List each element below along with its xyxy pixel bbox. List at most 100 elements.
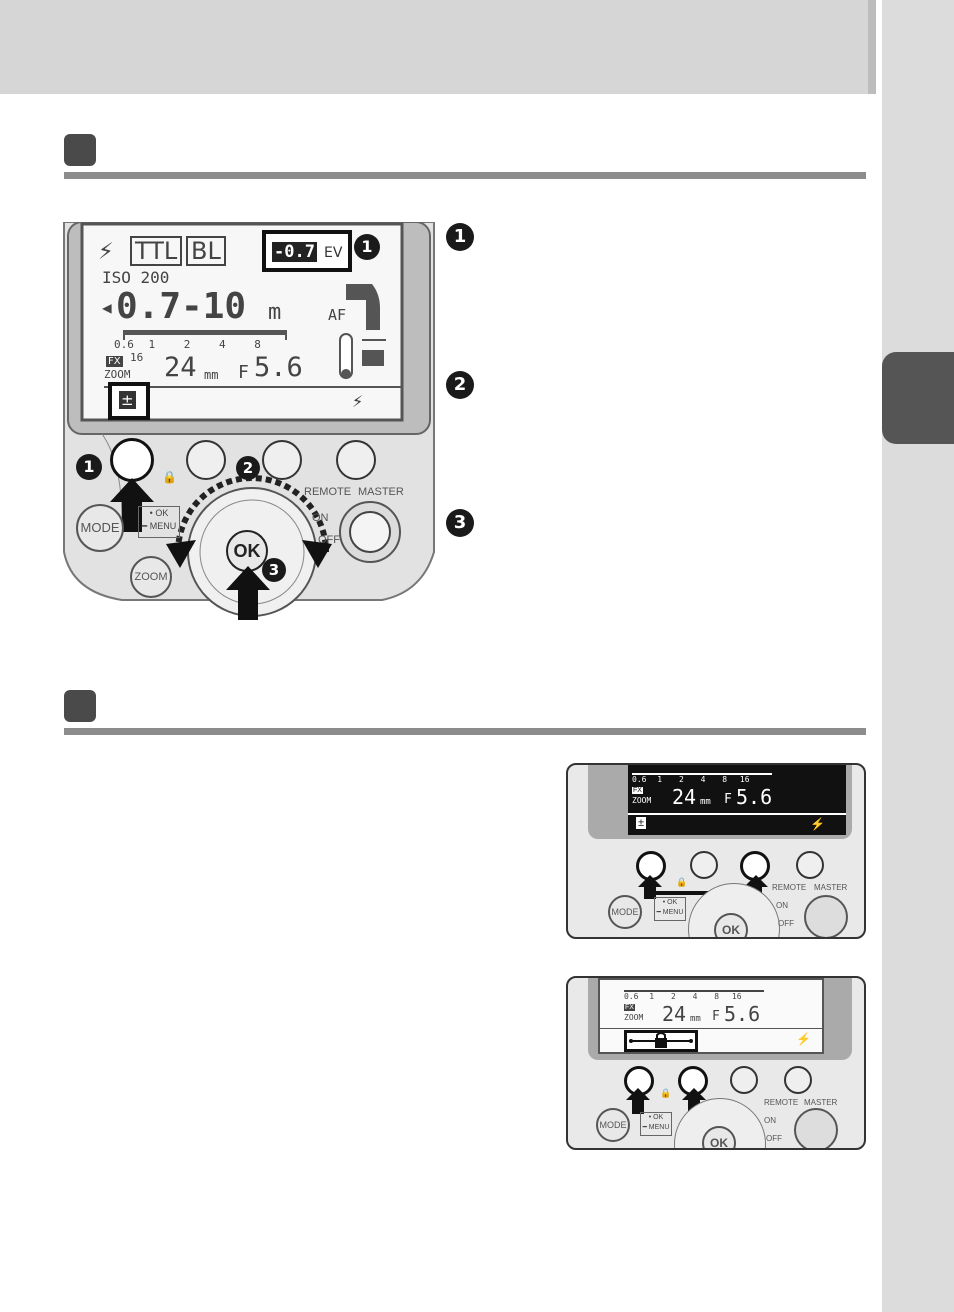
ev-compensation-icon: ± [636, 817, 647, 829]
mode-button[interactable]: MODE [608, 895, 642, 929]
section-1-marker [64, 134, 96, 166]
scale-tick: 1 [657, 775, 663, 784]
callout-2-dial: 2 [236, 456, 260, 480]
ok-menu-button[interactable]: • OK ━ MENU [138, 506, 180, 538]
on-label: ON [312, 512, 329, 524]
step-2-badge: 2 [446, 371, 474, 399]
flash-bolt-icon: ⚡ [810, 817, 825, 831]
mode-button[interactable]: MODE [76, 504, 124, 552]
mode-button[interactable]: MODE [596, 1108, 630, 1142]
remote-label: REMOTE [772, 883, 807, 892]
ok-button[interactable]: OK [714, 913, 748, 937]
aperture-value: 5.6 [724, 1002, 761, 1026]
lock-icon [629, 1033, 693, 1048]
scale-tick: 2 [678, 775, 684, 784]
ok-label: • OK [662, 899, 678, 906]
lock-illustration-a: 0.6 1 2 4 8 16 FX ZOOM 24 mm F 5.6 ± ⚡ 🔒… [566, 763, 866, 939]
focal-length: 24 [164, 352, 197, 383]
master-label: MASTER [814, 883, 848, 892]
callout-1-ev: 1 [354, 234, 380, 260]
ok-label: • OK [648, 1114, 664, 1121]
distance-scale: 0.6 1 2 4 8 16 [632, 773, 772, 784]
ev-unit: EV [324, 245, 343, 261]
lcd-divider [628, 813, 846, 815]
ok-button[interactable]: OK [702, 1126, 736, 1148]
scale-tick: 16 [130, 351, 144, 364]
ok-menu-button[interactable]: • OK ━ MENU [654, 897, 686, 921]
step-3-badge: 3 [446, 509, 474, 537]
scale-tick: 2 [183, 338, 191, 351]
aperture-value: 5.6 [254, 352, 303, 383]
chapter-tab [882, 352, 954, 444]
af-label: AF [328, 306, 347, 324]
zoom-button[interactable]: ZOOM [130, 556, 172, 598]
callout-3-ok: 3 [262, 558, 286, 582]
lock-indicator-highlight [624, 1030, 698, 1052]
f-label: F [712, 1009, 720, 1024]
on-label: ON [776, 901, 788, 910]
scale-tick: 8 [714, 992, 720, 1001]
power-switch[interactable] [804, 895, 848, 937]
scale-tick: 4 [692, 992, 698, 1001]
function-button-2[interactable] [690, 851, 718, 879]
fx-label: FX [632, 787, 643, 794]
lock-icon: 🔒 [162, 470, 177, 484]
flash-range: 0.7-10 [116, 286, 247, 327]
ev-highlight-box: -0.7 EV [262, 230, 352, 272]
focal-unit: mm [204, 368, 219, 382]
ev-softkey-highlight: ± [108, 382, 150, 420]
arrow-up-icon [110, 478, 154, 532]
fx-label: FX [106, 356, 123, 367]
lock-icon: 🔒 [676, 877, 688, 887]
fx-label: FX [624, 1004, 635, 1011]
ev-value: -0.7 [272, 242, 317, 262]
scale-tick: 0.6 [114, 338, 134, 351]
zoom-label: ZOOM [632, 796, 652, 805]
function-button-4[interactable] [796, 851, 824, 879]
function-button-4[interactable] [336, 440, 376, 480]
flash-bolt-icon: ⚡ [352, 392, 364, 411]
step-1-badge: 1 [446, 223, 474, 251]
distance-scale: 0.6 1 2 4 8 16 [114, 338, 294, 364]
flash-mode-icon: ⚡ [98, 236, 114, 266]
section-1-rule [64, 172, 866, 179]
function-button-2[interactable] [186, 440, 226, 480]
scale-tick: 16 [739, 775, 750, 784]
header-banner [0, 0, 868, 94]
off-label: OFF [778, 919, 794, 928]
function-button-3[interactable] [730, 1066, 758, 1094]
ok-label: • OK [149, 508, 169, 518]
distance-scale: 0.6 1 2 4 8 16 [624, 990, 764, 1001]
ok-button[interactable]: OK [226, 530, 268, 572]
off-label: OFF [318, 534, 340, 546]
range-arrow-icon: ◀ [102, 298, 112, 317]
remote-label: REMOTE [304, 486, 352, 498]
focal-length: 24 [672, 785, 697, 809]
flash-bolt-icon: ⚡ [796, 1032, 811, 1046]
remote-label: REMOTE [764, 1098, 799, 1107]
bl-mode-label: BL [186, 236, 226, 266]
lock-illustration-b: 0.6 1 2 4 8 16 FX ZOOM 24 mm F 5.6 ⚡ [566, 976, 866, 1150]
scale-tick: 2 [670, 992, 676, 1001]
flash-body-drawing [63, 222, 435, 617]
function-button-4[interactable] [784, 1066, 812, 1094]
scale-tick: 1 [148, 338, 156, 351]
ttl-mode-label: TTL [130, 236, 183, 266]
master-label: MASTER [804, 1098, 838, 1107]
scale-tick: 0.6 [632, 775, 647, 784]
scale-tick: 16 [731, 992, 742, 1001]
ev-compensation-icon: ± [119, 391, 136, 409]
off-label: OFF [766, 1134, 782, 1143]
header-banner-edge [868, 0, 876, 94]
power-switch[interactable] [794, 1108, 838, 1148]
arrow-down-icon [166, 540, 196, 568]
side-margin [882, 0, 954, 1312]
function-button-1[interactable] [110, 438, 154, 482]
flash-unit-illustration: ⚡ TTL BL -0.7 EV 1 ISO 200 ◀ 0.7-10 m 0.… [62, 222, 436, 620]
section-2-rule [64, 728, 866, 735]
lcd-screen: 0.6 1 2 4 8 16 FX ZOOM 24 mm F 5.6 ± ⚡ [628, 765, 846, 835]
menu-label: ━ MENU [656, 909, 684, 916]
function-button-3[interactable] [262, 440, 302, 480]
arrow-up-icon [226, 566, 270, 620]
ok-menu-button[interactable]: • OK ━ MENU [640, 1112, 672, 1136]
